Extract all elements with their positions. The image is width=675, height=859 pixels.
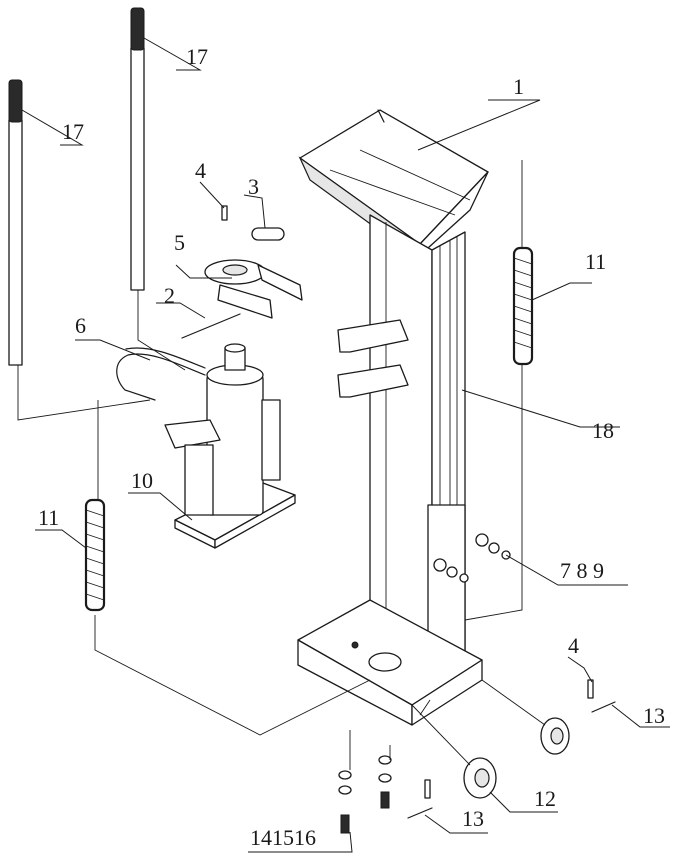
label-axle-pin-right: 13 — [643, 703, 665, 728]
leader-2 — [156, 302, 206, 319]
label-pedal-block: 5 — [174, 230, 185, 255]
leader-789 — [505, 554, 628, 586]
washer-set — [433, 533, 511, 583]
handle-rod-right — [130, 7, 145, 291]
label-handle-right: 17 — [186, 44, 208, 69]
caster-wheel-rear — [540, 717, 570, 755]
leader-17-right — [143, 37, 202, 71]
label-jack-base: 10 — [131, 468, 153, 493]
label-cotter-pin-upper: 4 — [195, 158, 206, 183]
leader-13-right — [611, 704, 670, 728]
label-fasteners-group: 7 8 9 — [560, 558, 604, 583]
mount-bracket — [251, 227, 303, 301]
leader-4-lower — [567, 656, 593, 683]
hydraulic-hose — [116, 347, 206, 401]
label-column: 18 — [592, 418, 614, 443]
leader-141516 — [248, 831, 353, 853]
leader-4-upper — [199, 181, 225, 209]
bolt-stack — [338, 755, 392, 834]
frame-tray — [298, 109, 489, 262]
label-handle-left: 17 — [62, 119, 84, 144]
leader-1 — [417, 99, 541, 151]
label-spring-right: 11 — [585, 249, 606, 274]
hydraulic-jack — [164, 343, 296, 549]
axle-pin-right — [587, 679, 616, 713]
spring-right — [512, 246, 534, 366]
label-frame: 1 — [513, 74, 524, 99]
label-spring-left: 11 — [38, 505, 59, 530]
pin-shaft — [181, 313, 241, 339]
base-plate — [297, 599, 483, 726]
leader-10 — [128, 492, 193, 521]
cotter-pin-upper — [221, 205, 228, 221]
label-cotter-pin-lower: 4 — [568, 633, 579, 658]
label-hose: 6 — [75, 313, 86, 338]
leader-12 — [489, 791, 558, 813]
column-hooks — [337, 319, 409, 398]
handle-rod-left — [8, 79, 23, 366]
leader-11-left — [35, 529, 87, 549]
leader-11-right — [531, 282, 592, 301]
axle-pin-bottom — [407, 779, 433, 819]
label-caster: 12 — [534, 786, 556, 811]
leader-5 — [175, 264, 232, 279]
label-bolt-group: 141516 — [250, 825, 316, 850]
spring-left — [84, 498, 106, 612]
leader-18 — [461, 389, 620, 428]
leader-3 — [243, 194, 266, 229]
label-pin-shaft: 2 — [164, 283, 175, 308]
label-bracket: 3 — [248, 174, 259, 199]
label-axle-pin-bottom: 13 — [462, 806, 484, 831]
leader-17-left — [21, 109, 84, 146]
caster-wheel-front — [463, 757, 497, 799]
leader-6 — [75, 339, 151, 361]
leader-13-bottom — [424, 814, 488, 834]
